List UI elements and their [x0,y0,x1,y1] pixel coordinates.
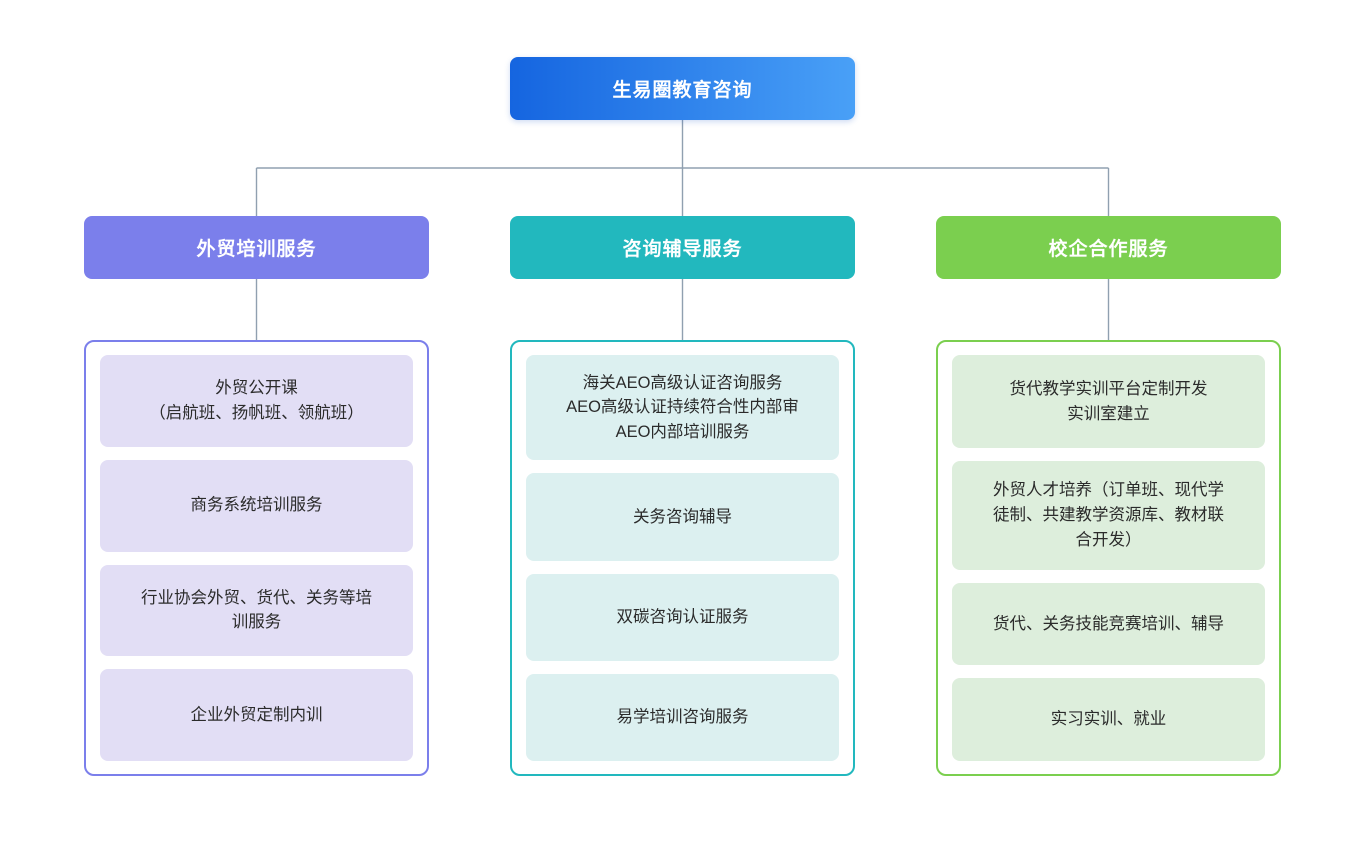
column-header-waimao-peixun[interactable]: 外贸培训服务 [84,216,429,279]
service-item[interactable]: 关务咨询辅导 [526,473,839,561]
service-item[interactable]: 实习实训、就业 [952,678,1265,761]
service-item-label: 海关AEO高级认证咨询服务 AEO高级认证持续符合性内部审 AEO内部培训服务 [566,373,799,442]
service-item-label: 双碳咨询认证服务 [616,607,749,626]
service-item-label: 外贸公开课 （启航班、扬帆班、领航班） [149,379,364,422]
service-item[interactable]: 企业外贸定制内训 [100,669,413,761]
service-item[interactable]: 外贸人才培养（订单班、现代学 徒制、共建教学资源库、教材联 合开发） [952,461,1265,570]
root-node-label: 生易圈教育咨询 [612,80,753,101]
column-xiaoqi-hezuo: 校企合作服务货代教学实训平台定制开发 实训室建立外贸人才培养（订单班、现代学 徒… [936,216,1281,776]
service-item-label: 实习实训、就业 [1050,710,1167,729]
service-item-label: 外贸人才培养（订单班、现代学 徒制、共建教学资源库、教材联 合开发） [993,481,1224,549]
service-item[interactable]: 外贸公开课 （启航班、扬帆班、领航班） [100,355,413,447]
service-item[interactable]: 双碳咨询认证服务 [526,573,839,661]
root-node[interactable]: 生易圈教育咨询 [510,57,855,120]
service-item[interactable]: 行业协会外贸、货代、关务等培 训服务 [100,564,413,657]
column-header-zixun-fudao[interactable]: 咨询辅导服务 [510,216,855,279]
column-body-zixun-fudao: 海关AEO高级认证咨询服务 AEO高级认证持续符合性内部审 AEO内部培训服务关… [510,340,855,776]
column-header-label: 校企合作服务 [1048,239,1169,260]
service-item[interactable]: 货代教学实训平台定制开发 实训室建立 [952,355,1265,449]
service-item-label: 货代教学实训平台定制开发 实训室建立 [1009,379,1208,423]
service-item[interactable]: 商务系统培训服务 [100,459,413,552]
column-header-label: 咨询辅导服务 [622,239,743,260]
column-header-label: 外贸培训服务 [196,239,317,260]
service-item[interactable]: 海关AEO高级认证咨询服务 AEO高级认证持续符合性内部审 AEO内部培训服务 [526,355,839,461]
service-item[interactable]: 货代、关务技能竞赛培训、辅导 [952,582,1265,666]
service-item-label: 易学培训咨询服务 [616,708,749,727]
column-header-xiaoqi-hezuo[interactable]: 校企合作服务 [936,216,1281,279]
service-item-label: 行业协会外贸、货代、关务等培 训服务 [141,588,372,632]
service-item-label: 关务咨询辅导 [633,507,732,526]
column-zixun-fudao: 咨询辅导服务海关AEO高级认证咨询服务 AEO高级认证持续符合性内部审 AEO内… [510,216,855,776]
column-waimao-peixun: 外贸培训服务外贸公开课 （启航班、扬帆班、领航班） 商务系统培训服务行业协会外贸、… [84,216,429,776]
column-body-xiaoqi-hezuo: 货代教学实训平台定制开发 实训室建立外贸人才培养（订单班、现代学 徒制、共建教学… [936,340,1281,776]
service-item[interactable]: 易学培训咨询服务 [526,673,839,761]
service-item-label: 企业外贸定制内训 [190,705,323,724]
service-item-label: 商务系统培训服务 [190,496,323,515]
column-body-waimao-peixun: 外贸公开课 （启航班、扬帆班、领航班） 商务系统培训服务行业协会外贸、货代、关务等… [84,340,429,776]
service-item-label: 货代、关务技能竞赛培训、辅导 [993,614,1224,633]
